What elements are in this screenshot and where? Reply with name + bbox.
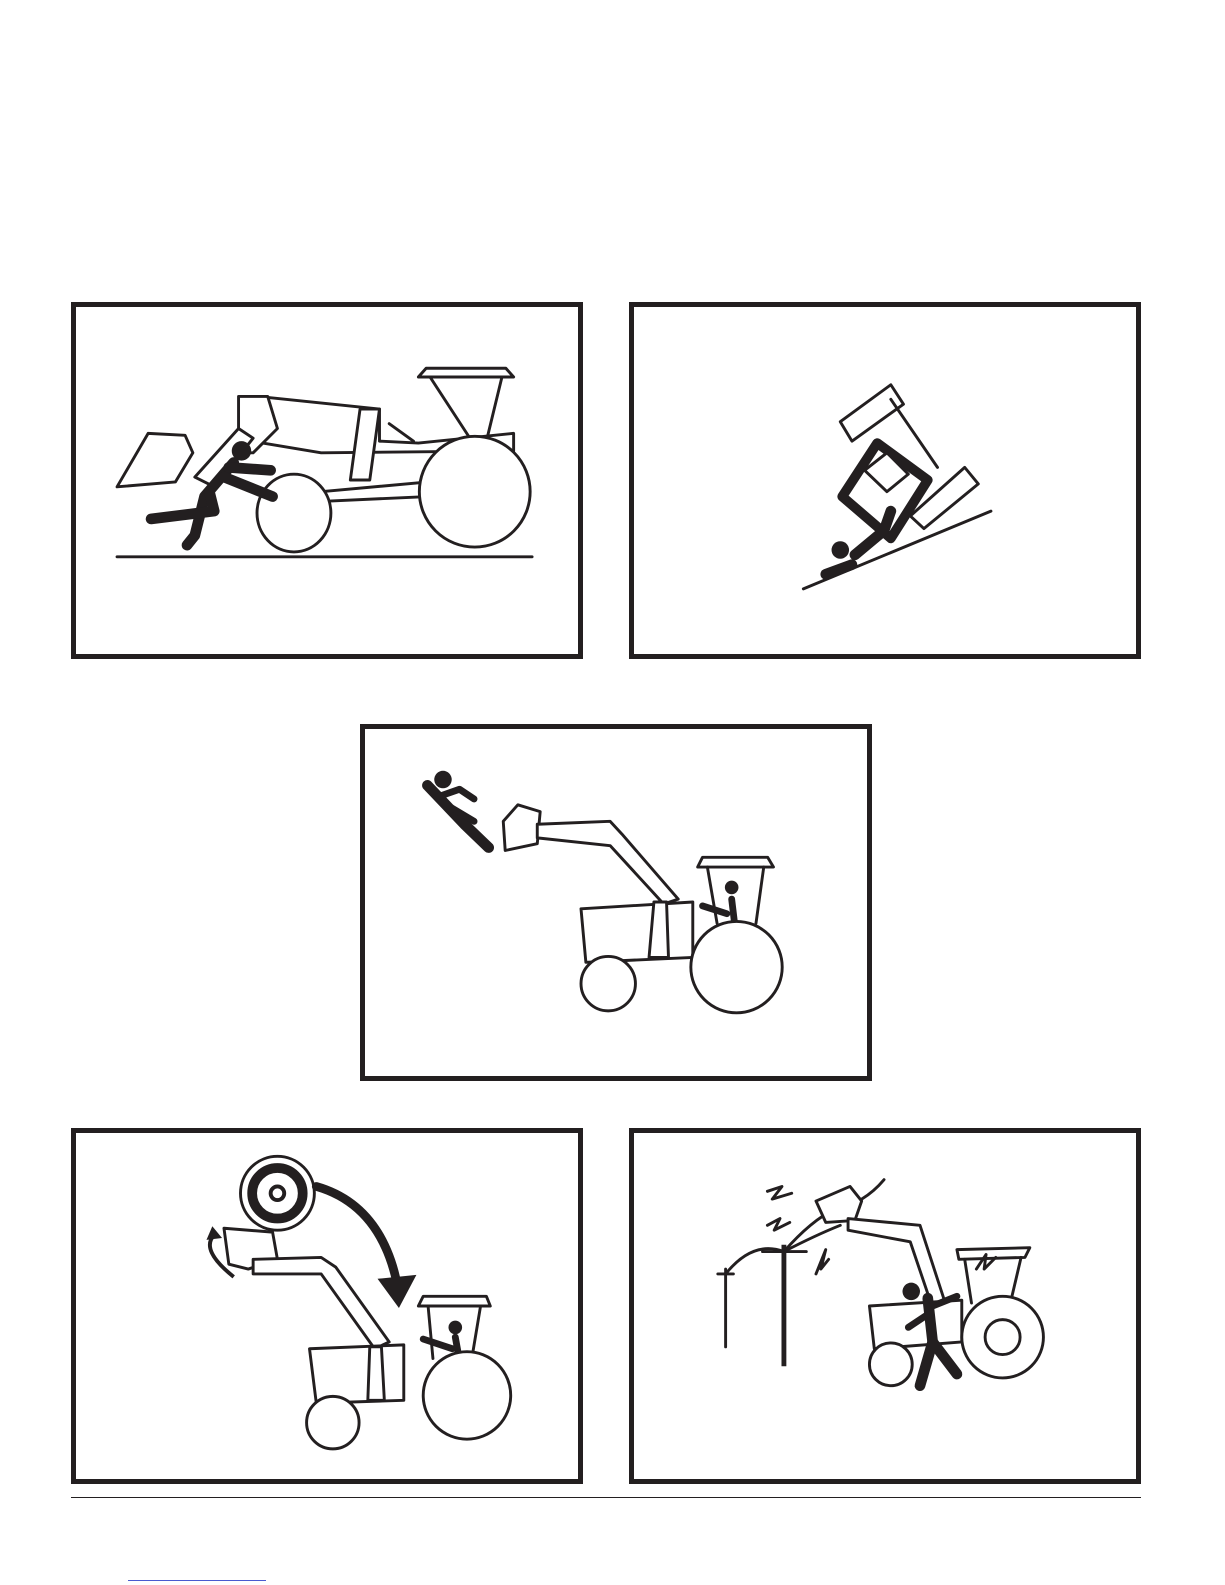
tractor-runover-illustration bbox=[76, 307, 578, 654]
warning-panel-rollover bbox=[629, 302, 1141, 659]
warning-panel-crush-under-wheel bbox=[71, 302, 583, 659]
rear-wheel bbox=[423, 1352, 510, 1439]
operator-figure bbox=[448, 1321, 462, 1335]
bucket-rider-illustration bbox=[365, 729, 867, 1076]
trapped-figure bbox=[832, 541, 849, 558]
front-wheel bbox=[257, 474, 331, 552]
electric-spark bbox=[767, 1186, 791, 1199]
falling-load-illustration bbox=[76, 1133, 578, 1479]
rear-wheel bbox=[691, 921, 782, 1012]
falling-rider-figure bbox=[434, 771, 451, 788]
power-line-contact-illustration bbox=[634, 1133, 1136, 1479]
frame-rail bbox=[321, 482, 428, 501]
rops-canopy bbox=[957, 1248, 1030, 1260]
warning-panel-riding-bucket bbox=[360, 724, 872, 1081]
tractor-hood bbox=[581, 902, 693, 962]
footer-rule bbox=[71, 1497, 1141, 1498]
rops-canopy bbox=[698, 857, 774, 867]
overturned-wheel bbox=[840, 385, 903, 441]
front-wheel bbox=[307, 1396, 359, 1448]
raised-bucket bbox=[503, 805, 540, 851]
front-wheel bbox=[869, 1343, 912, 1386]
rops-canopy bbox=[418, 1296, 490, 1306]
rops-canopy bbox=[418, 368, 513, 377]
operator-figure bbox=[725, 881, 739, 895]
warning-panel-power-lines bbox=[629, 1128, 1141, 1484]
raised-bucket bbox=[816, 1186, 862, 1222]
loader-arm bbox=[537, 821, 678, 904]
shocked-figure bbox=[902, 1283, 919, 1300]
rear-wheel bbox=[419, 436, 530, 547]
front-wheel bbox=[581, 956, 635, 1010]
tractor-rollover-illustration bbox=[634, 307, 1136, 654]
warning-panel-falling-load bbox=[71, 1128, 583, 1484]
footer-mark bbox=[128, 1580, 266, 1581]
tractor-hood bbox=[310, 1345, 404, 1403]
loader-bucket bbox=[117, 433, 193, 486]
loader-arm bbox=[253, 1257, 389, 1348]
